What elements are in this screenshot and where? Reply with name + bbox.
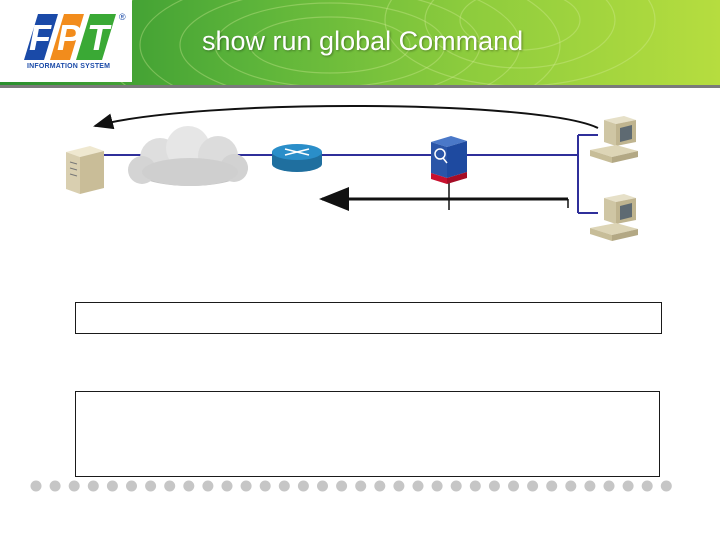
traffic-curve-arrow <box>93 104 599 130</box>
footer-dot <box>126 480 137 492</box>
footer-dot <box>336 480 348 492</box>
footer-dot <box>145 480 157 492</box>
workstation-icon <box>590 116 638 163</box>
footer-dot <box>660 480 672 492</box>
header-divider <box>0 85 720 88</box>
footer-dot <box>469 480 481 492</box>
footer-dot <box>164 480 176 492</box>
footer-dot <box>584 480 596 492</box>
logo-registered-mark: ® <box>119 12 126 22</box>
footer-dot <box>87 480 99 492</box>
footer-dot <box>450 480 462 492</box>
footer-dot <box>508 480 519 492</box>
footer-dot <box>393 480 405 492</box>
footer-dot <box>259 480 271 492</box>
footer-dot <box>565 480 577 492</box>
fpt-logo: FPT <box>24 14 116 60</box>
footer-dot <box>297 480 309 492</box>
slide-title: show run global Command <box>202 26 524 56</box>
footer-dot <box>278 480 290 492</box>
ips-sensor-icon <box>431 136 467 184</box>
footer-dot <box>374 480 386 492</box>
server-icon <box>66 146 104 194</box>
content-box-2 <box>75 391 660 477</box>
footer-dot <box>641 480 653 492</box>
router-icon <box>272 144 322 172</box>
footer-dot <box>202 480 214 492</box>
network-diagram <box>66 104 638 241</box>
footer-dot <box>488 480 500 492</box>
footer-dot <box>49 480 61 492</box>
footer-dot <box>240 480 252 492</box>
footer-dot <box>221 480 233 492</box>
footer-dot <box>546 480 558 492</box>
footer-dot <box>106 480 118 492</box>
footer-dot <box>68 480 80 492</box>
header-banner: FPT ® INFORMATION SYSTEM show run global… <box>0 0 720 85</box>
content-box-1 <box>75 302 662 334</box>
logo-caption: INFORMATION SYSTEM <box>27 63 111 70</box>
footer-dot <box>412 480 424 492</box>
cloud-icon <box>128 126 248 186</box>
footer-dot <box>30 480 42 492</box>
footer-dot <box>431 480 443 492</box>
workstation-icon <box>590 194 638 241</box>
logo-wordmark: FPT <box>29 17 115 58</box>
footer-dot <box>355 480 367 492</box>
footer-dot <box>183 480 195 492</box>
footer-dot-divider <box>30 480 672 492</box>
footer-dot <box>527 480 539 492</box>
footer-dot <box>317 480 328 492</box>
footer-dot <box>622 480 634 492</box>
footer-dot <box>603 480 615 492</box>
logo-panel: FPT ® INFORMATION SYSTEM <box>0 0 132 82</box>
